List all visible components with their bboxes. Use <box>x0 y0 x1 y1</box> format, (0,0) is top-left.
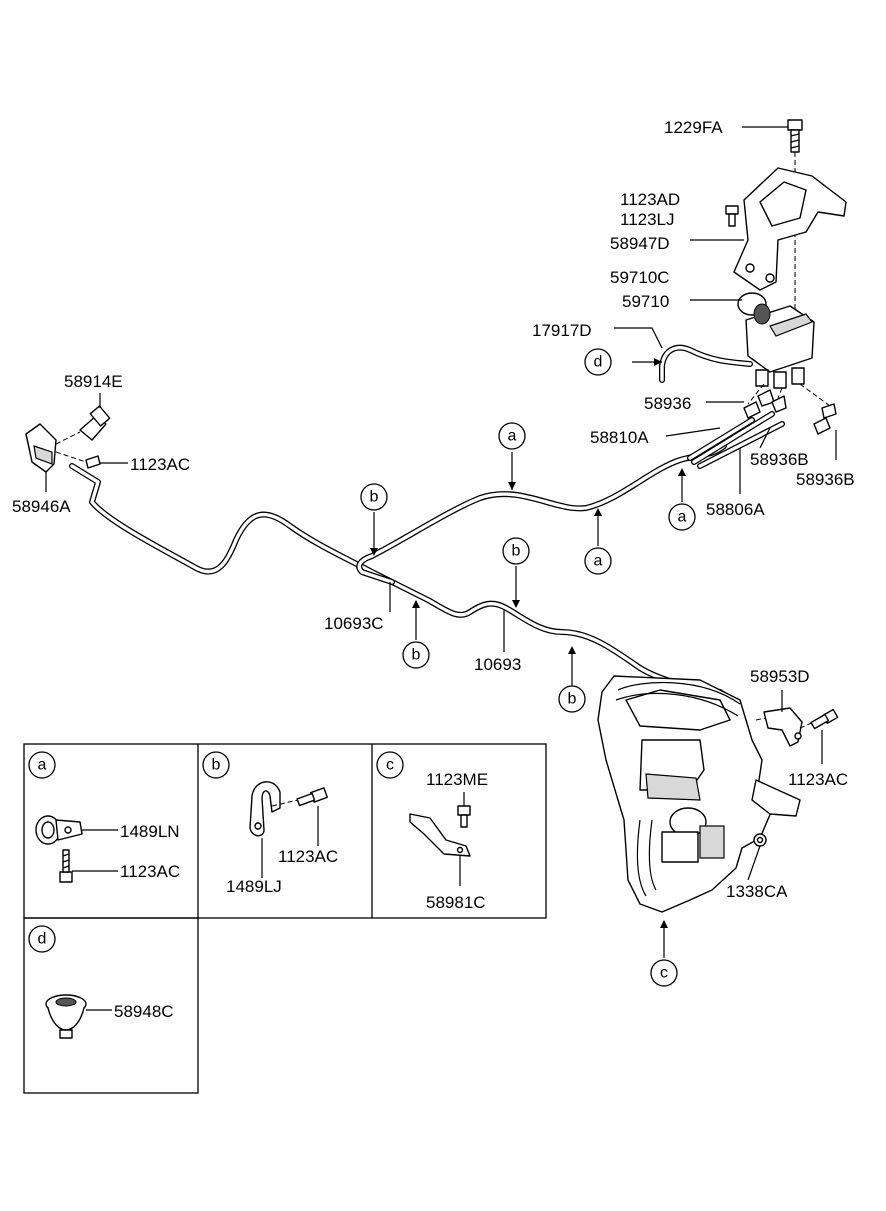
label-10693C: 10693C <box>324 614 384 633</box>
callout-c-1: c <box>650 959 678 987</box>
brake-pipe-main <box>69 463 735 703</box>
label-58810A: 58810A <box>590 428 649 447</box>
label-inset-a-1123AC: 1123AC <box>120 862 180 881</box>
label-17917D: 17917D <box>532 321 592 340</box>
svg-text:d: d <box>38 931 47 948</box>
label-58936: 58936 <box>644 394 691 413</box>
callout-b-3: b <box>402 641 430 669</box>
svg-text:a: a <box>594 553 603 570</box>
label-58914E: 58914E <box>64 372 123 391</box>
label-1338CA: 1338CA <box>726 882 788 901</box>
callout-b-1: b <box>360 483 388 511</box>
label-58936B-2: 58936B <box>796 470 855 489</box>
leader-lines <box>45 126 837 881</box>
valve-59710 <box>737 292 815 389</box>
label-1489LN: 1489LN <box>120 822 180 841</box>
svg-text:b: b <box>412 647 421 664</box>
callout-b-4: b <box>558 685 586 713</box>
callout-a-3: a <box>584 547 612 575</box>
inset-c: c 1123ME 58981C <box>376 751 488 912</box>
fittings-58936 <box>743 383 837 435</box>
inset-d: d 58948C <box>28 925 174 1039</box>
callout-b-2: b <box>502 537 530 565</box>
bolt-inset-c <box>457 805 471 828</box>
svg-text:b: b <box>512 543 521 560</box>
svg-text:b: b <box>212 757 221 774</box>
grommet-58948C <box>45 994 87 1039</box>
label-58948C: 58948C <box>114 1002 174 1021</box>
svg-text:c: c <box>386 757 394 774</box>
label-1123ME: 1123ME <box>426 770 488 789</box>
label-10693: 10693 <box>474 655 521 674</box>
svg-text:b: b <box>370 489 379 506</box>
nut-1338CA <box>753 833 767 847</box>
label-58953D: 58953D <box>750 667 810 686</box>
svg-text:b: b <box>568 691 577 708</box>
label-59710: 59710 <box>622 292 669 311</box>
label-58981C: 58981C <box>426 893 486 912</box>
callout-a-1: a <box>498 422 526 450</box>
bolt-1229FA <box>787 119 803 153</box>
fitting-58914E <box>55 405 111 445</box>
svg-text:a: a <box>38 757 47 774</box>
label-58947D: 58947D <box>610 234 670 253</box>
bolt-inset-a <box>59 849 73 883</box>
label-1123AC-top: 1123AC <box>130 455 190 474</box>
callout-arrows <box>370 358 686 958</box>
bolt-inset-b <box>296 787 328 807</box>
bracket-58953D <box>755 707 803 747</box>
svg-text:d: d <box>594 354 603 371</box>
svg-text:a: a <box>678 509 687 526</box>
bracket-58947D <box>733 167 847 291</box>
brake-pipe-upper <box>356 443 727 585</box>
inset-b: b 1123AC 1489LJ <box>202 751 338 896</box>
label-1123AD: 1123AD <box>620 190 680 209</box>
inset-grid <box>23 743 547 1094</box>
bolt-1123AC-right <box>799 708 839 730</box>
label-58806A: 58806A <box>706 500 765 519</box>
svg-text:c: c <box>660 965 668 982</box>
label-1123LJ: 1123LJ <box>620 210 675 229</box>
clip-1489LJ <box>249 781 281 837</box>
label-1489LJ: 1489LJ <box>226 877 282 896</box>
clip-1489LN <box>35 815 83 845</box>
brake-pipe-to-valve <box>687 411 785 469</box>
label-58936B-1: 58936B <box>750 450 809 469</box>
inset-a: a 1489LN 1123AC <box>28 751 180 883</box>
bracket-58946A <box>25 423 57 473</box>
label-1229FA: 1229FA <box>664 118 723 137</box>
abs-module-assembly <box>597 675 801 913</box>
label-inset-b-1123AC: 1123AC <box>278 847 338 866</box>
hose-17917D <box>659 344 753 383</box>
bracket-58981C <box>409 813 471 857</box>
svg-text:a: a <box>508 428 517 445</box>
label-59710C: 59710C <box>610 268 670 287</box>
label-1123AC-right: 1123AC <box>788 770 848 789</box>
bolt-1123AD-1123LJ <box>725 205 739 227</box>
callout-a-2: a <box>668 503 696 531</box>
label-58946A: 58946A <box>12 497 71 516</box>
bolt-1123AC-top <box>55 451 101 469</box>
callout-d-1: d <box>584 348 612 376</box>
